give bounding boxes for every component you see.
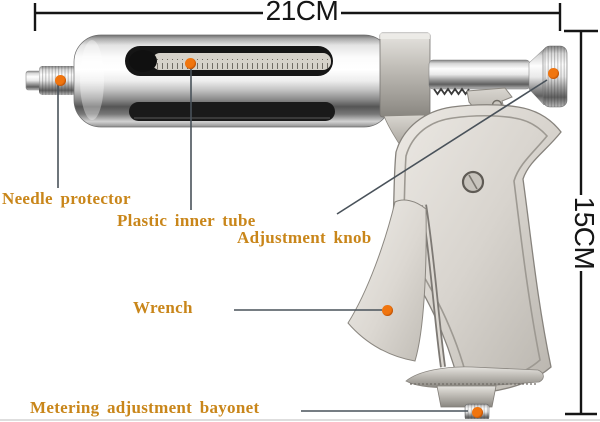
dose-scale-marks — [156, 59, 328, 69]
callout-plastic-inner-tube: Plastic inner tube — [117, 211, 256, 230]
ratchet-teeth — [433, 87, 470, 96]
dimension-height-label: 15CM — [569, 196, 600, 270]
callout-adjustment-knob: Adjustment knob — [237, 228, 372, 247]
photo-bottom-edge — [0, 419, 600, 421]
barrel-highlight — [80, 40, 104, 120]
base-flange — [405, 366, 544, 389]
callout-needle-protector: Needle protector — [2, 189, 131, 208]
dimension-width-label: 21CM — [265, 0, 339, 26]
marker-dot-metering-bayonet — [471, 406, 483, 418]
wrench-part — [347, 199, 427, 362]
callout-metering-adjustment-bayonet: Metering adjustment bayonet — [30, 398, 260, 417]
leader-lines — [57, 67, 548, 412]
leader-adjustment-knob — [336, 79, 548, 215]
wrench-edge-highlight — [422, 204, 445, 368]
barrel — [73, 34, 392, 128]
lower-slot — [129, 102, 335, 121]
piston-rod — [428, 59, 531, 96]
barrel-collar — [379, 32, 431, 118]
bayonet-block — [436, 385, 497, 408]
bayonet-part — [405, 366, 544, 421]
marker-dot-adjustment-knob — [547, 67, 559, 79]
marker-dot-wrench — [381, 304, 393, 316]
marker-dot-plastic-inner-tube — [184, 57, 196, 69]
dimension-lines — [33, 3, 598, 416]
marker-dot-needle-protector — [54, 74, 66, 86]
inner-tube-slot — [125, 46, 333, 76]
needle-protector-part — [25, 66, 76, 95]
callout-wrench: Wrench — [133, 298, 193, 317]
